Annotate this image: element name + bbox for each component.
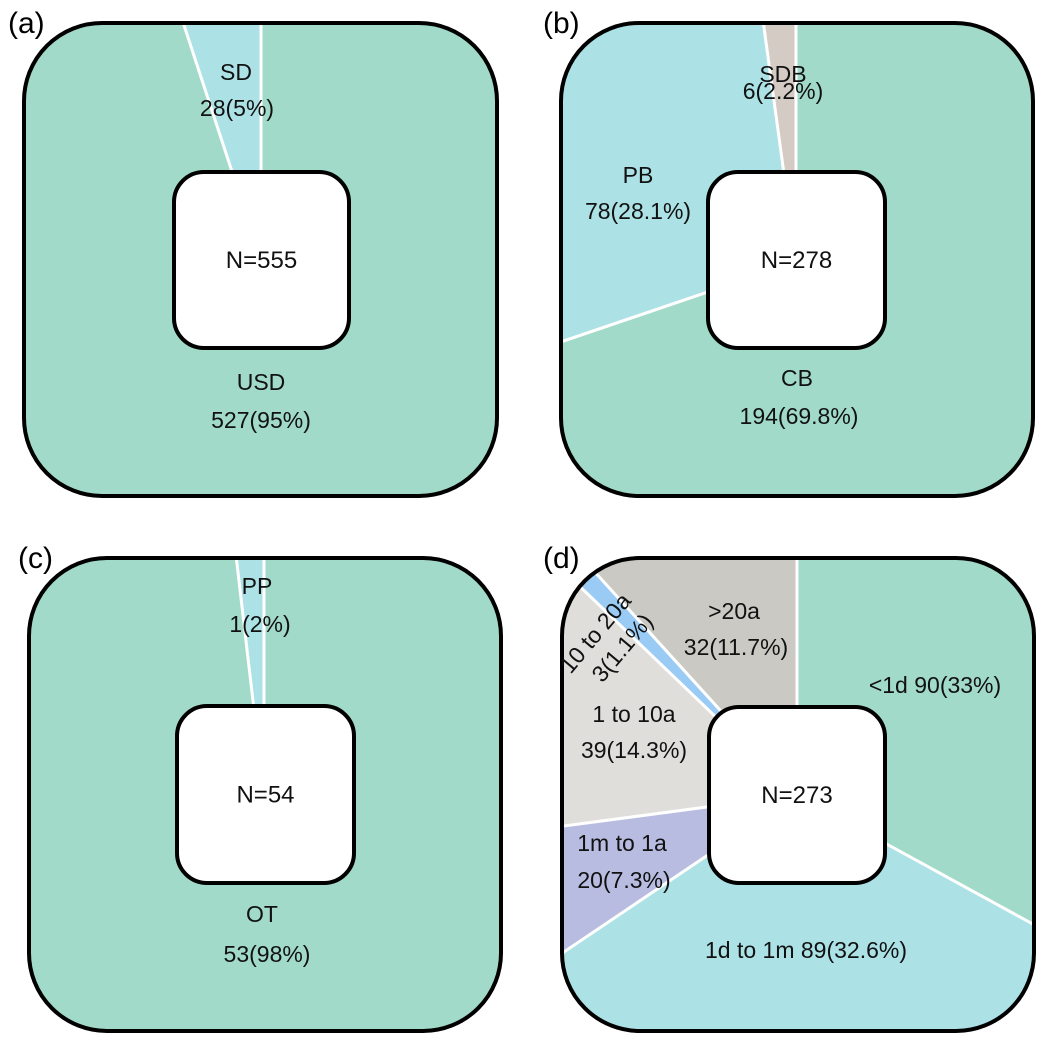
pie-slice--1d [797,558,1034,1031]
pie-slice-sd [73,23,261,260]
pie-slice-1-to-10a [562,558,797,875]
slice-label-sdb: SDB [759,61,806,87]
center-total-label: N=54 [236,782,294,809]
slice-separator [192,558,266,796]
center-box [706,170,887,350]
pie-slice-1m-to-1a [562,795,797,1031]
slice-label-sd: SD [220,59,252,85]
slice-label-1-to-10a: 1 to 10a [592,701,675,727]
slice-label--1d: <1d 90(33%) [869,672,1001,698]
panel-letter: (a) [8,7,45,40]
pie-slice--20a [562,558,797,795]
slice-separator [713,23,798,263]
slice-separator [561,260,797,457]
slice-label-ot: OT [246,901,278,927]
slice-value-sd: 28(5%) [200,95,274,121]
slice-value-cb: 194(69.8%) [740,403,859,429]
panel-letter: (c) [18,542,53,575]
slice-value-pb: 78(28.1%) [585,198,691,224]
panel-letter: (b) [543,7,580,40]
center-total-label: N=555 [226,247,297,274]
slice-label-1m-to-1a: 1m to 1a [577,830,667,856]
outer-frame [22,21,499,498]
slice-separator [72,23,263,261]
outer-frame [559,21,1035,498]
slice-label--20a: >20a [708,598,760,624]
center-box [175,704,356,885]
pie-panel-c: OT 53(98%) PP 1(2%) N=54 (c) [18,542,503,1033]
outer-frame [560,556,1036,1033]
slice-label-usd: USD [237,369,286,395]
panel-letter: (d) [543,542,580,575]
center-total-label: N=278 [761,247,832,274]
slice-label-pb: PB [623,162,654,188]
slice-value-sdb: 6(2.2%) [743,78,824,104]
slice-label-1d-to-1m: 1d to 1m 89(32.6%) [705,937,907,963]
slice-value-1m-to-1a: 20(7.3%) [577,867,670,893]
center-total-label: N=273 [761,782,832,809]
slice-value-usd: 527(95%) [211,407,311,433]
outer-frame [27,556,503,1033]
slice-value--20a: 32(11.7%) [684,634,788,660]
slice-value-ot: 53(98%) [224,941,311,967]
slice-label-pp: PP [242,573,273,599]
slice-value-1-to-10a: 39(14.3%) [581,737,687,763]
pie-panel-a: USD 527(95%) SD 28(5%) N=555 (a) [8,7,499,498]
center-box [707,705,887,885]
slice-label-cb: CB [781,365,813,391]
pie-slice-pb [561,23,796,456]
slice-value-pp: 1(2%) [229,611,290,637]
center-box [172,170,351,350]
slice-separator [562,793,798,876]
